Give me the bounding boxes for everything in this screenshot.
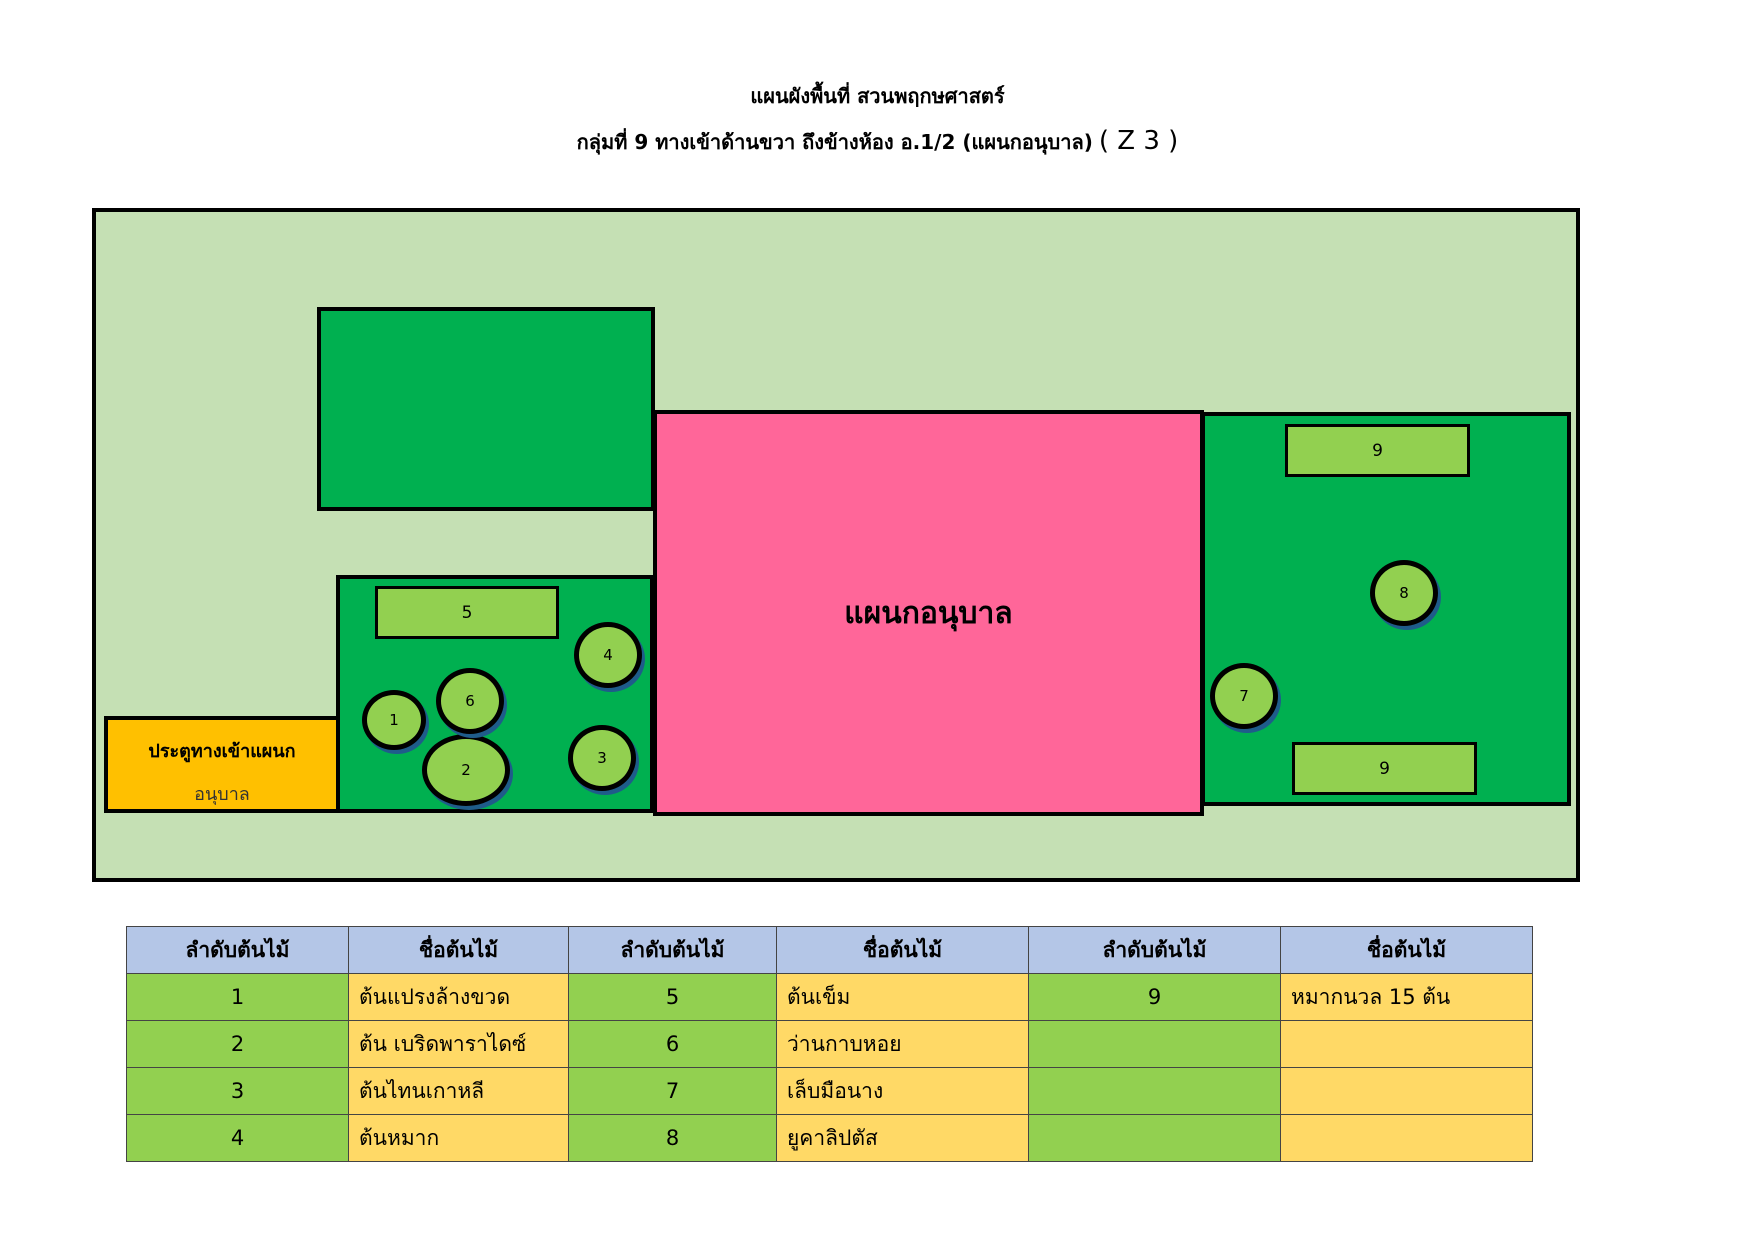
table-row: 2 ต้น เบริดพาราไดซ์ 6 ว่านกาบหอย bbox=[126, 1020, 1533, 1068]
tree-name-cell bbox=[1280, 1114, 1533, 1162]
header-tree-name: ชื่อต้นไม้ bbox=[776, 926, 1029, 974]
tree-7: 7 bbox=[1210, 663, 1278, 729]
tree-number-cell: 9 bbox=[1028, 973, 1281, 1021]
tree-number-cell: 3 bbox=[126, 1067, 349, 1115]
tree-number-cell: 2 bbox=[126, 1020, 349, 1068]
tree-number-cell bbox=[1028, 1114, 1281, 1162]
tree-4: 4 bbox=[574, 622, 642, 688]
kindergarten-building: แผนกอนุบาล bbox=[653, 410, 1204, 816]
tree-name-cell: ต้นแปรงล้างขวด bbox=[348, 973, 569, 1021]
header-tree-number: ลำดับต้นไม้ bbox=[568, 926, 777, 974]
tree-number-cell: 5 bbox=[568, 973, 777, 1021]
tree-number-cell: 4 bbox=[126, 1114, 349, 1162]
tree-name-cell: ต้นเข็ม bbox=[776, 973, 1029, 1021]
header-tree-number: ลำดับต้นไม้ bbox=[126, 926, 349, 974]
page-title: แผนผังพื้นที่ สวนพฤกษศาสตร์ bbox=[750, 84, 1005, 108]
table-row: 1 ต้นแปรงล้างขวด 5 ต้นเข็ม 9 หมากนวล 15 … bbox=[126, 973, 1533, 1021]
tree-number-cell: 6 bbox=[568, 1020, 777, 1068]
bed-9-bottom: 9 bbox=[1292, 742, 1477, 795]
table-row: 3 ต้นไทนเกาหลี 7 เล็บมือนาง bbox=[126, 1067, 1533, 1115]
tree-3: 3 bbox=[568, 725, 636, 791]
tree-name-cell: ต้นไทนเกาหลี bbox=[348, 1067, 569, 1115]
bed-5: 5 bbox=[375, 586, 559, 639]
tree-1: 1 bbox=[362, 690, 426, 750]
tree-name-cell: ยูคาลิปตัส bbox=[776, 1114, 1029, 1162]
garden-block-upper-left bbox=[317, 307, 655, 511]
table-row: 4 ต้นหมาก 8 ยูคาลิปตัส bbox=[126, 1114, 1533, 1162]
bed-9-top: 9 bbox=[1285, 424, 1470, 477]
tree-name-cell: หมากนวล 15 ต้น bbox=[1280, 973, 1533, 1021]
gate-label-line1: ประตูทางเข้าแผนก bbox=[148, 741, 296, 762]
gate-label-line2: อนุบาล bbox=[194, 784, 250, 805]
header-tree-name: ชื่อต้นไม้ bbox=[1280, 926, 1533, 974]
tree-name-cell: ต้น เบริดพาราไดซ์ bbox=[348, 1020, 569, 1068]
header-tree-name: ชื่อต้นไม้ bbox=[348, 926, 569, 974]
zone-code: ( Z 3 ) bbox=[1098, 126, 1179, 156]
subtitle-text: กลุ่มที่ 9 ทางเข้าด้านขวา ถึงข้างห้อง อ.… bbox=[576, 130, 1093, 154]
tree-name-cell bbox=[1280, 1067, 1533, 1115]
tree-name-cell: ต้นหมาก bbox=[348, 1114, 569, 1162]
tree-name-cell: ว่านกาบหอย bbox=[776, 1020, 1029, 1068]
page-subtitle: กลุ่มที่ 9 ทางเข้าด้านขวา ถึงข้างห้อง อ.… bbox=[0, 126, 1755, 158]
tree-8: 8 bbox=[1370, 560, 1438, 626]
tree-number-cell: 7 bbox=[568, 1067, 777, 1115]
site-map: แผนกอนุบาล ประตูทางเข้าแผนก อนุบาล 5 9 9… bbox=[92, 208, 1580, 882]
tree-number-cell bbox=[1028, 1067, 1281, 1115]
tree-number-cell: 1 bbox=[126, 973, 349, 1021]
tree-number-cell: 8 bbox=[568, 1114, 777, 1162]
tree-2: 2 bbox=[422, 734, 510, 806]
entrance-gate: ประตูทางเข้าแผนก อนุบาล bbox=[104, 716, 340, 813]
header-tree-number: ลำดับต้นไม้ bbox=[1028, 926, 1281, 974]
legend-header-row: ลำดับต้นไม้ ชื่อต้นไม้ ลำดับต้นไม้ ชื่อต… bbox=[126, 926, 1533, 974]
tree-name-cell bbox=[1280, 1020, 1533, 1068]
tree-number-cell bbox=[1028, 1020, 1281, 1068]
tree-6: 6 bbox=[436, 668, 504, 734]
tree-name-cell: เล็บมือนาง bbox=[776, 1067, 1029, 1115]
tree-legend-table: ลำดับต้นไม้ ชื่อต้นไม้ ลำดับต้นไม้ ชื่อต… bbox=[126, 926, 1533, 1162]
